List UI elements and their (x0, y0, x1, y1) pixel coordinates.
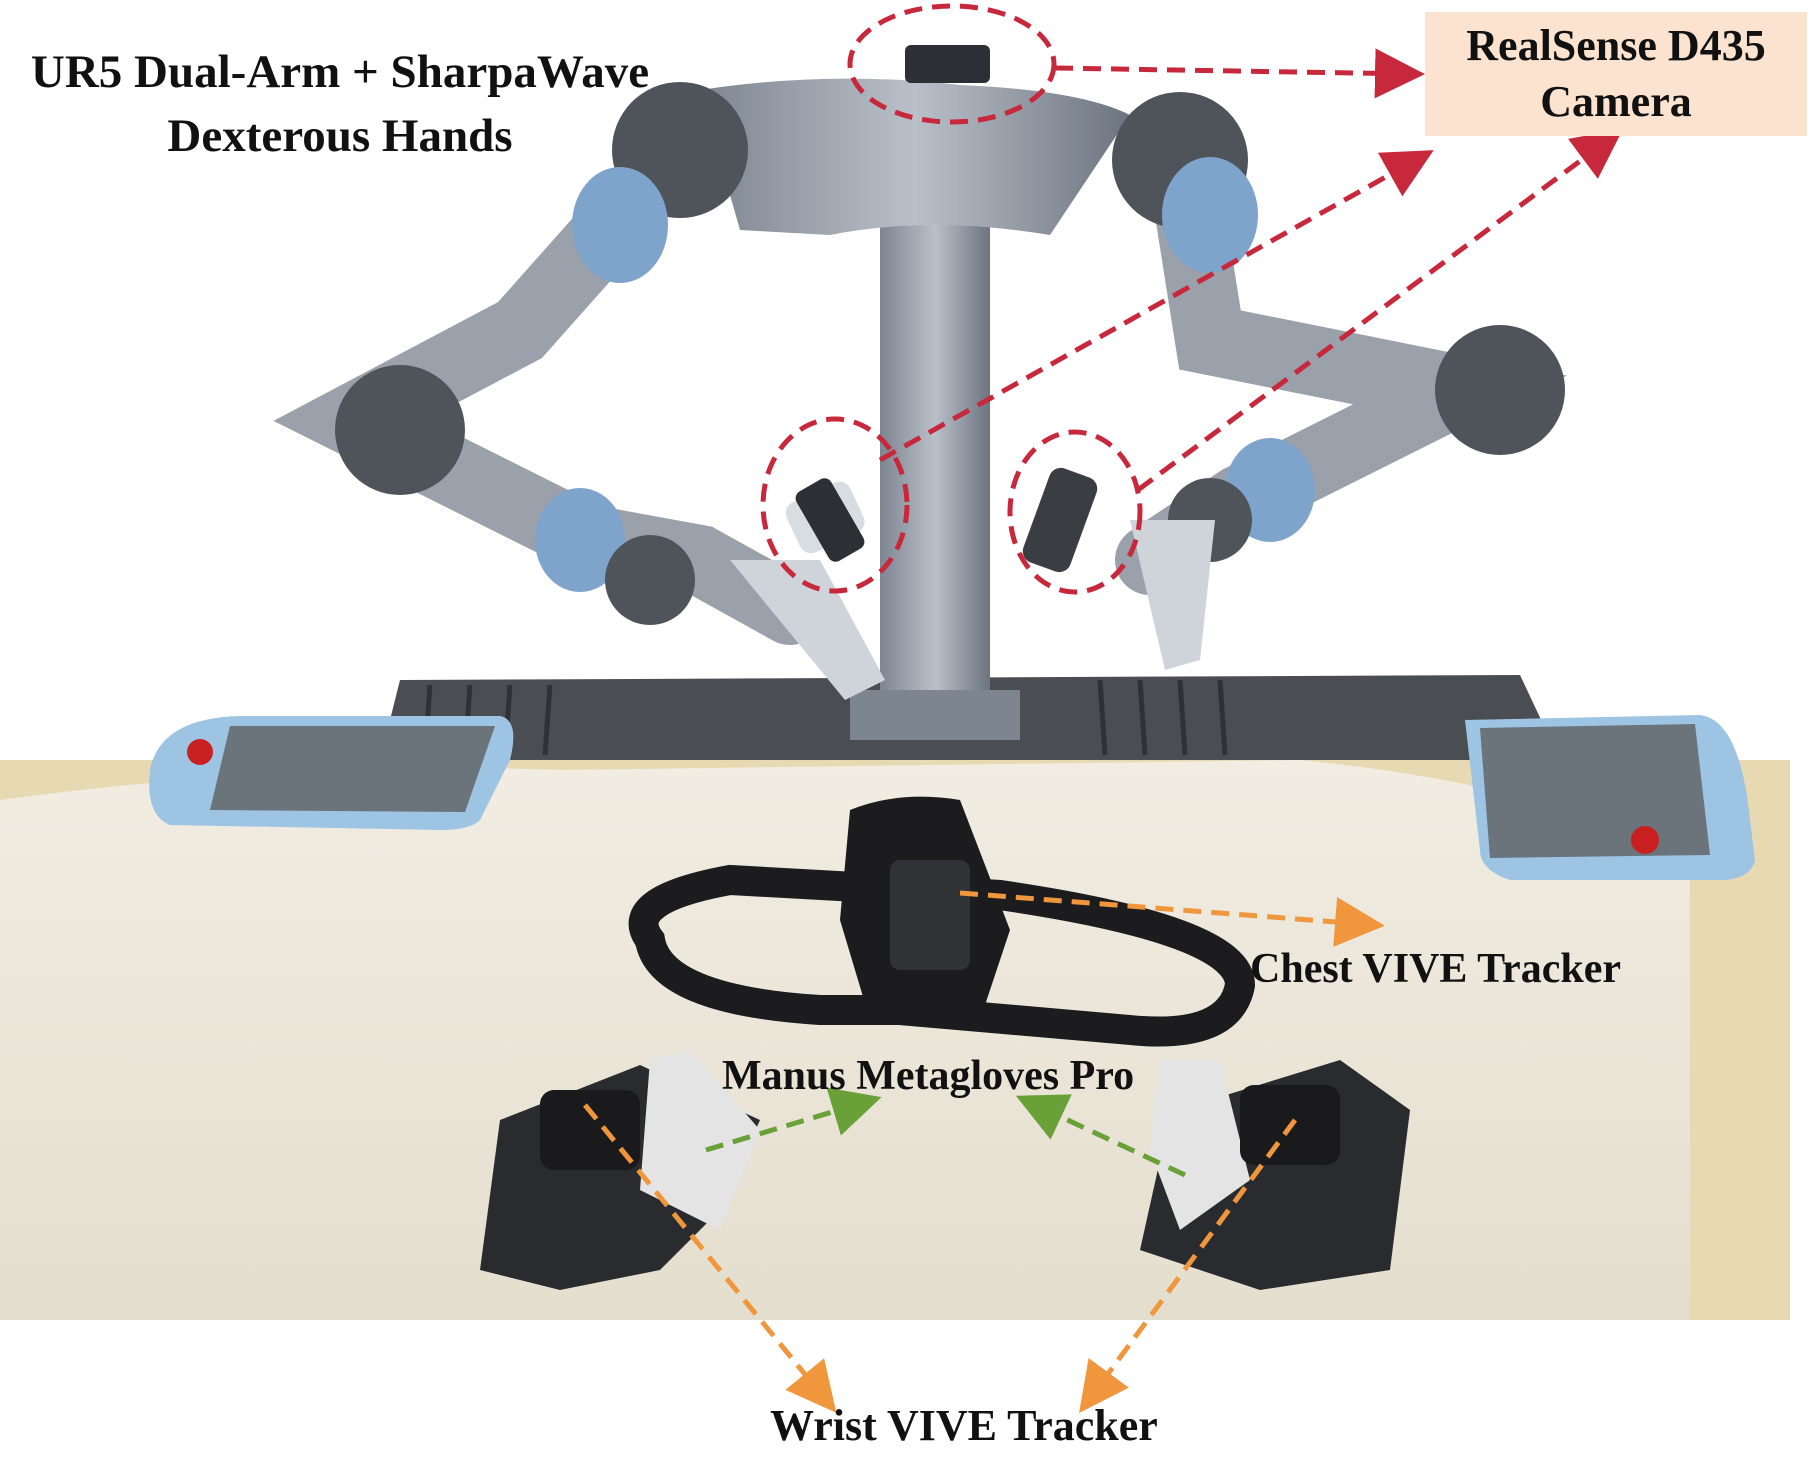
left-manus-glove (480, 1050, 760, 1290)
wrist-tracker-label: Wrist VIVE Tracker (770, 1401, 1158, 1450)
left-teach-pendant (149, 716, 514, 830)
chest-harness (628, 796, 1256, 1047)
robot-pillar (700, 78, 1130, 740)
head-camera (905, 45, 990, 83)
left-wrist-camera (795, 478, 865, 562)
glove-arrows (705, 1087, 1187, 1178)
gloves-label: Manus Metagloves Pro (722, 1053, 1135, 1099)
tracker-arrows (583, 890, 1385, 1414)
robot-title-label: UR5 Dual-Arm + SharpaWave Dexterous Hand… (30, 46, 650, 162)
right-dexterous-hand (1022, 467, 1215, 670)
right-manus-glove (1140, 1060, 1410, 1290)
right-teach-pendant (1465, 715, 1755, 880)
left-robot-arm (273, 82, 825, 645)
camera-label: RealSense D435 Camera (1466, 21, 1766, 126)
camera-label-box (1425, 12, 1807, 136)
right-robot-arm (1112, 92, 1567, 595)
chest-tracker-label: Chest VIVE Tracker (1250, 946, 1621, 992)
camera-highlights (760, 3, 1143, 595)
camera-arrows (878, 48, 1624, 493)
